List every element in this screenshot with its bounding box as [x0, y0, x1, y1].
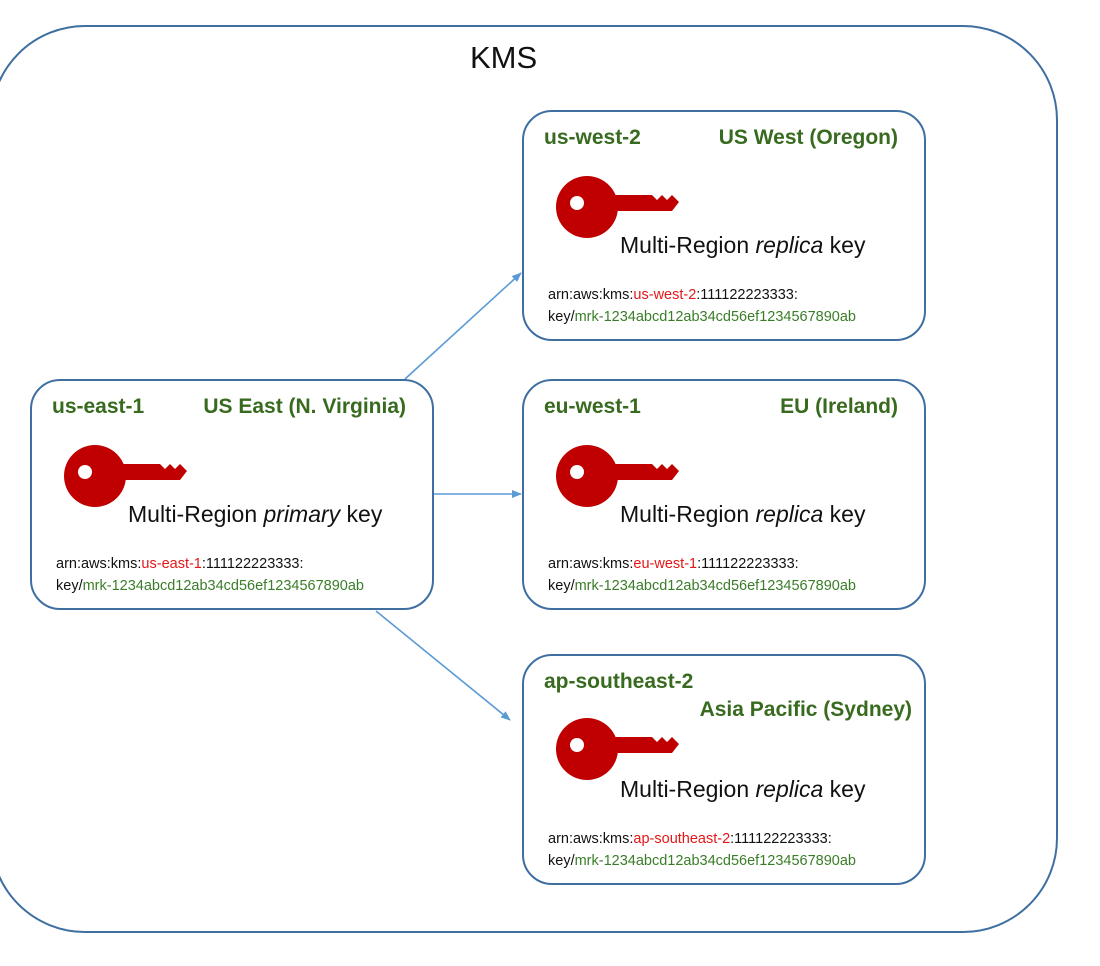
- arn-line-2: key/mrk-1234abcd12ab34cd56ef1234567890ab: [548, 853, 856, 869]
- region-name: US East (N. Virginia): [203, 395, 406, 418]
- region-name: EU (Ireland): [780, 395, 898, 418]
- key-description: Multi-Region primary key: [128, 501, 383, 527]
- region-us-west-2: us-west-2 US West (Oregon) Multi-Region …: [522, 110, 926, 341]
- arn-line-1: arn:aws:kms:eu-west-1:111122223333:: [548, 556, 799, 572]
- diagram-title: KMS: [470, 40, 538, 75]
- key-icon: [64, 445, 187, 507]
- region-name: US West (Oregon): [718, 126, 898, 149]
- key-icon: [556, 718, 679, 780]
- key-icon: [556, 176, 679, 238]
- key-description: Multi-Region replica key: [620, 501, 866, 527]
- arn-line-2: key/mrk-1234abcd12ab34cd56ef1234567890ab: [548, 309, 856, 325]
- region-code: eu-west-1: [544, 395, 641, 418]
- region-us-east-1: us-east-1 US East (N. Virginia) Multi-Re…: [30, 379, 434, 610]
- arn-line-2: key/mrk-1234abcd12ab34cd56ef1234567890ab: [548, 578, 856, 594]
- arn-line-1: arn:aws:kms:us-east-1:111122223333:: [56, 556, 304, 572]
- key-description: Multi-Region replica key: [620, 232, 866, 258]
- key-arn: arn:aws:kms:us-east-1:111122223333: key/…: [56, 553, 364, 597]
- region-ap-southeast-2: ap-southeast-2 Asia Pacific (Sydney) Mul…: [522, 654, 926, 885]
- region-eu-west-1: eu-west-1 EU (Ireland) Multi-Region repl…: [522, 379, 926, 610]
- arn-line-1: arn:aws:kms:us-west-2:111122223333:: [548, 287, 798, 303]
- key-arn: arn:aws:kms:ap-southeast-2:111122223333:…: [548, 828, 856, 872]
- arn-line-2: key/mrk-1234abcd12ab34cd56ef1234567890ab: [56, 578, 364, 594]
- key-arn: arn:aws:kms:us-west-2:111122223333: key/…: [548, 284, 856, 328]
- key-description: Multi-Region replica key: [620, 776, 866, 802]
- region-code: us-east-1: [52, 395, 145, 418]
- kms-boundary: [0, 25, 1058, 933]
- arn-line-1: arn:aws:kms:ap-southeast-2:111122223333:: [548, 831, 832, 847]
- region-name: Asia Pacific (Sydney): [699, 698, 912, 721]
- key-icon: [556, 445, 679, 507]
- key-arn: arn:aws:kms:eu-west-1:111122223333: key/…: [548, 553, 856, 597]
- region-code: us-west-2: [544, 126, 641, 149]
- region-code: ap-southeast-2: [544, 670, 694, 693]
